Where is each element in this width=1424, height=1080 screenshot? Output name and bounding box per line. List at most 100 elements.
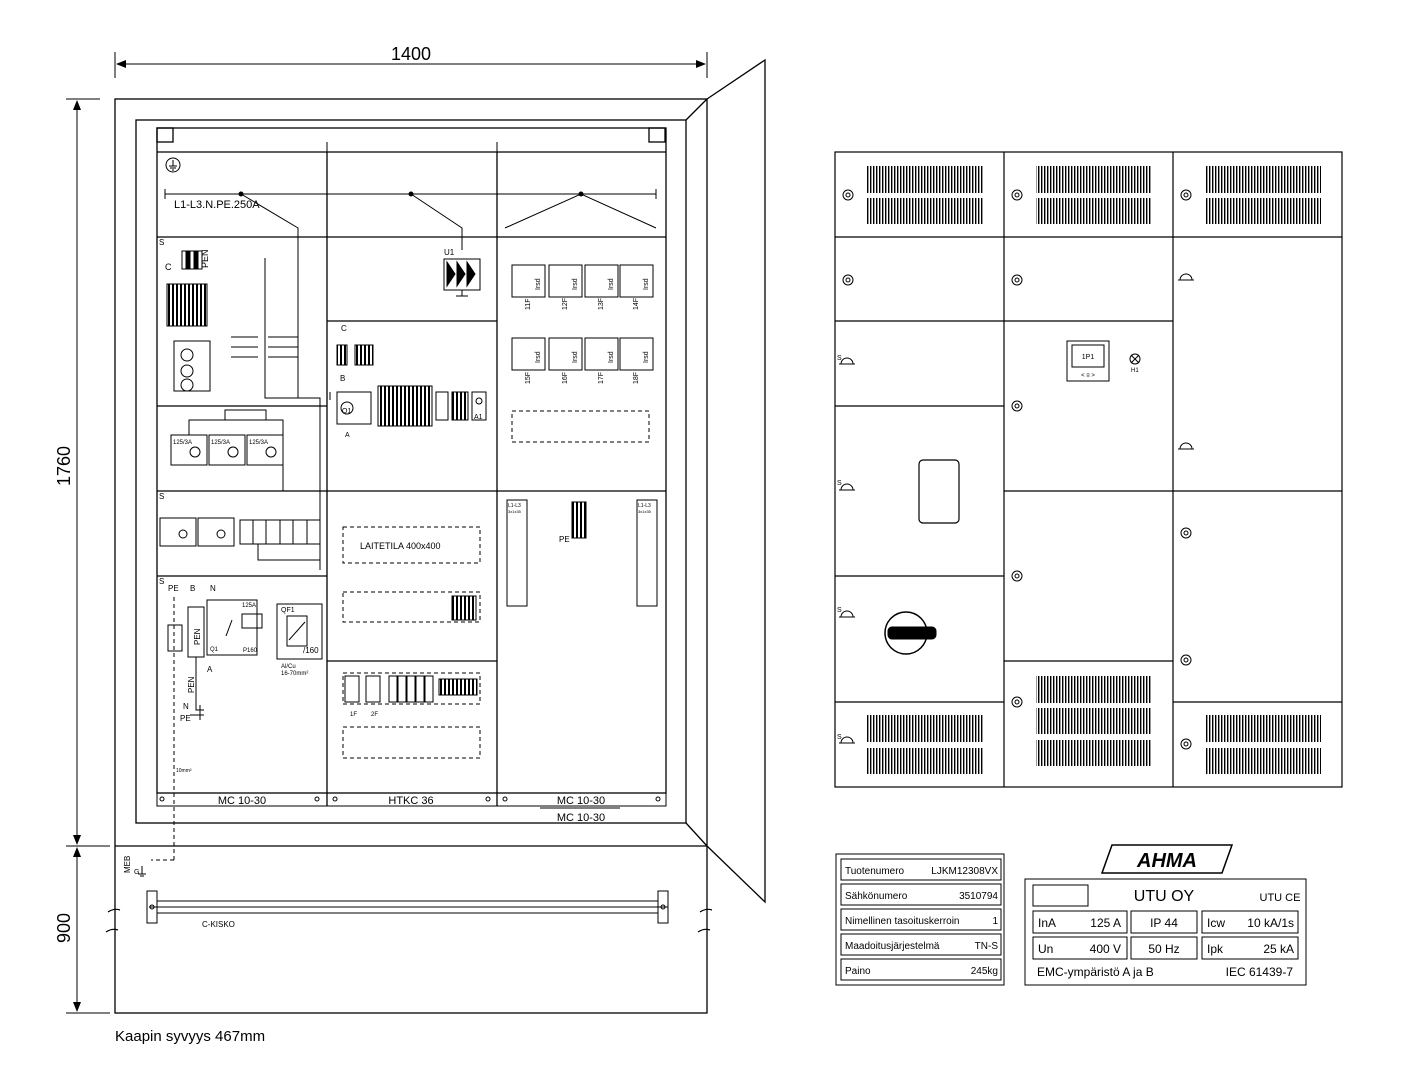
plate-key: Tuotenumero [845,866,905,877]
standard-note: IEC 61439-7 [1226,965,1294,979]
plate-value: 245kg [971,966,998,977]
meter-display [1066,340,1110,382]
u1-device [443,258,481,297]
contactor-group [170,409,284,491]
a1-label: A1 [474,414,483,421]
control-gear [329,344,487,427]
breaker-text: Irsd [608,351,615,363]
a-label: A [345,432,350,439]
section-mark: S [159,492,164,501]
alcu-range: 16-70mm² [281,671,308,677]
rating-value: 400 V [1090,942,1121,956]
front-view [834,151,1343,788]
door-locks [839,189,1194,750]
l1l3-label: L1-L3 [508,503,521,509]
brand-logo: AHMA [1136,850,1197,872]
bottom-rails [156,792,667,809]
pe-label: PE [168,584,179,593]
q1-label: Q1 [210,647,219,653]
plate-key: Sähkönumero [845,891,908,902]
breaker-label: 18F [633,372,640,384]
plate-key: Paino [845,966,871,977]
n-label: N [183,702,189,711]
b-label: B [190,584,195,593]
emc-note: EMC-ympäristö A ja B [1037,965,1154,979]
fuse-label: 2F [371,712,378,718]
certification-marks: UTU CE [1260,892,1301,904]
pen-label: PEN [187,676,196,693]
plate-value: TN-S [975,941,999,952]
rating-value: 125 A [1090,916,1121,930]
rating-plate [1024,844,1307,986]
height-dimension-upper: 1760 [54,446,74,486]
p160-label: P160 [243,648,258,654]
breaker-label: 15F [525,372,532,384]
switch-mark: S [837,480,842,487]
contactor-label: 125/3A [211,440,230,446]
breaker-text: Irsd [608,278,615,290]
display-label: 1P1 [1082,354,1095,361]
break-marks [105,908,713,933]
terminal-block [451,595,477,621]
main-switch-area [151,597,323,861]
q1-label: Q1 [342,408,351,415]
pe-label: PE [559,535,570,544]
pen-label: PEN [200,249,210,268]
display-buttons: < ≡ > [1081,373,1095,379]
rating-key: Ipk [1207,942,1224,956]
busbar [164,142,657,570]
maker-name: UTU OY [1134,888,1195,905]
rating-key: 50 Hz [1148,942,1179,956]
g-label: G [134,869,139,876]
breaker-text: Irsd [572,351,579,363]
plate-key: Nimellinen tasoituskerroin [845,916,960,927]
switch-mark: S [837,355,842,362]
laitetila-label: LAITETILA 400x400 [360,541,441,551]
busbar-label: L1-L3.N.PE.250A [174,199,260,211]
breaker-label: 13F [598,298,605,310]
n-label: N [210,584,216,593]
breaker-text: Irsd [572,278,579,290]
alcu-label: Al/Cu [281,664,296,670]
i160-label: /160 [303,646,319,655]
contactor-label: 125/3A [173,440,192,446]
c-rail [146,890,669,924]
mccb-row-1 [511,264,654,371]
c-label: C [165,262,172,272]
rating-key: IP 44 [1150,916,1178,930]
rating-key: InA [1038,916,1056,930]
contactor-label: 125/3A [249,440,268,446]
breaker-text: Irsd [535,351,542,363]
breaker-label: 11F [525,298,532,310]
pe-label: PE [180,714,191,723]
meb-label: MEB [123,856,132,873]
rating-key: Icw [1207,916,1225,930]
u1-label: U1 [444,248,455,257]
main-switch-handle-icon [884,611,937,655]
breaker-text: Irsd [535,278,542,290]
lamp-icon [1129,353,1141,365]
product-plate [835,853,1005,986]
width-dimension: 1400 [391,44,431,64]
breaker-text: Irsd [643,351,650,363]
lamp-label: H1 [1131,368,1139,374]
breaker-label: 17F [598,372,605,384]
rail-label: HTKC 36 [388,795,433,807]
ckisko-label: C-KISKO [202,920,235,929]
rating-value: 25 kA [1263,942,1294,956]
term-label: 3x1x35 [638,509,652,514]
rating-value: 10 kA/1s [1247,916,1294,930]
rail-label: MC 10-30 [557,795,605,807]
reserved-spaces [342,410,650,759]
term-label: 3x1x35 [508,509,522,514]
b-label: B [340,374,345,383]
breaker-text: Irsd [643,278,650,290]
rail-label-extra: MC 10-30 [557,812,605,824]
breaker-label: 14F [633,298,640,310]
section-mark: S [159,238,164,247]
fuse-label: 1F [350,712,357,718]
plate-key: Maadoitusjärjestelmä [845,941,940,952]
louvers [867,166,1321,774]
pen-label: PEN [193,628,202,645]
switch-mark: S [837,734,842,741]
